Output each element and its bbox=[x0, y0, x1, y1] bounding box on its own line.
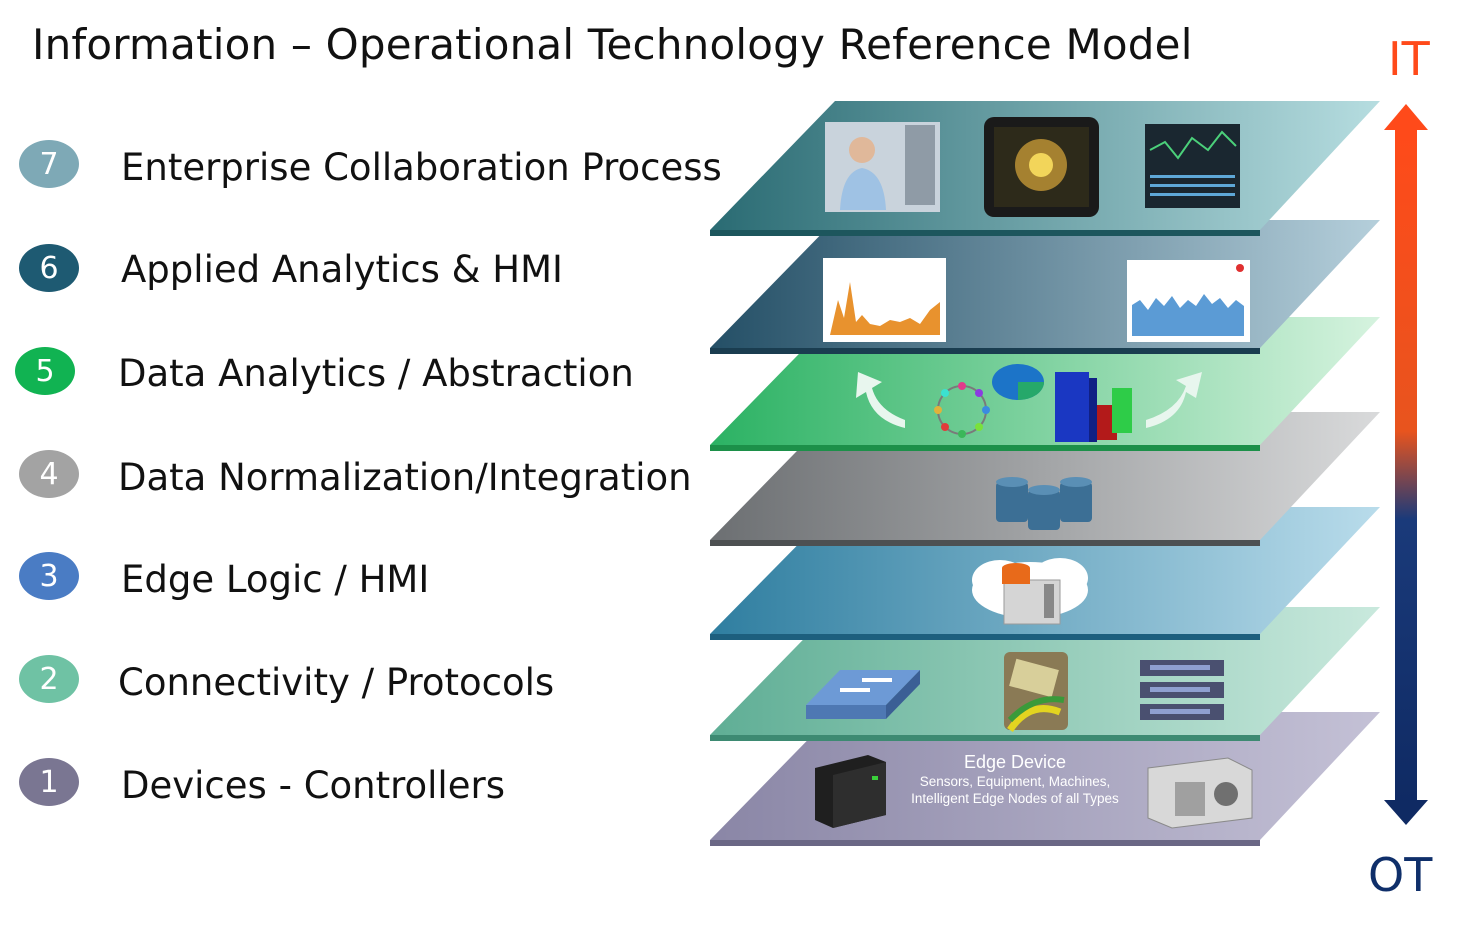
analytics-chart-blue bbox=[1127, 260, 1250, 342]
layer-label: Edge Logic / HMI bbox=[121, 558, 430, 601]
it-ot-arrow bbox=[1384, 104, 1428, 825]
person-photo bbox=[825, 122, 940, 212]
controller-cabinet-icon bbox=[815, 755, 886, 828]
layer-number-badge: 7 bbox=[19, 140, 79, 188]
layer-label: Enterprise Collaboration Process bbox=[121, 146, 722, 189]
arrow-up-left-icon bbox=[856, 372, 905, 428]
trading-laptop-image bbox=[1145, 124, 1240, 208]
bar-chart-3d-icon bbox=[1055, 372, 1132, 442]
cloud-server-icon bbox=[972, 558, 1088, 625]
layer-label: Applied Analytics & HMI bbox=[121, 248, 563, 291]
server-rack-icon bbox=[1140, 660, 1224, 720]
layer-plate-edge bbox=[710, 230, 1260, 236]
layer-number-badge: 2 bbox=[19, 655, 79, 703]
analytics-chart-orange bbox=[823, 258, 946, 342]
page-title: Information – Operational Technology Ref… bbox=[32, 20, 1193, 69]
edge-device-title: Edge Device bbox=[963, 752, 1067, 772]
layer-row-7: 7 Enterprise Collaboration Process bbox=[0, 136, 740, 206]
cables-photo bbox=[1004, 652, 1068, 733]
network-switch-icon bbox=[806, 670, 920, 719]
layer-number-badge: 3 bbox=[19, 552, 79, 600]
layer-plate-edge bbox=[710, 634, 1260, 640]
edge-device-subtitle: Sensors, Equipment, Machines, Intelligen… bbox=[911, 774, 1119, 806]
layer-label: Devices - Controllers bbox=[121, 764, 505, 807]
edge-device-caption: Edge Device Sensors, Equipment, Machines… bbox=[895, 752, 1135, 807]
layer-label: Connectivity / Protocols bbox=[118, 661, 555, 704]
layer-row-1: 1 Devices - Controllers bbox=[0, 754, 740, 824]
layer-row-6: 6 Applied Analytics & HMI bbox=[0, 240, 740, 310]
layer-plate-edge bbox=[710, 735, 1260, 741]
arrow-up-right-icon bbox=[1146, 372, 1202, 428]
layer-number-badge: 5 bbox=[15, 347, 75, 395]
layer-number-badge: 4 bbox=[19, 450, 79, 498]
ot-label: OT bbox=[1368, 848, 1433, 902]
layer-plate-edge bbox=[710, 348, 1260, 354]
pie-chart-icon bbox=[992, 364, 1044, 400]
layer-label: Data Analytics / Abstraction bbox=[118, 352, 634, 395]
layer-number-badge: 6 bbox=[19, 244, 79, 292]
hvac-machine-icon bbox=[1147, 757, 1253, 829]
layer-plate-edge bbox=[710, 445, 1260, 451]
database-cluster-icon bbox=[996, 477, 1092, 530]
layer-number-badge: 1 bbox=[19, 758, 79, 806]
layer-row-5: 5 Data Analytics / Abstraction bbox=[0, 343, 740, 413]
tablet-icon bbox=[984, 117, 1099, 217]
layer-plate-edge bbox=[710, 840, 1260, 846]
layer-row-4: 4 Data Normalization/Integration bbox=[0, 446, 740, 516]
layer-plate-edge bbox=[710, 540, 1260, 546]
layer-row-2: 2 Connectivity / Protocols bbox=[0, 651, 740, 721]
it-label: IT bbox=[1388, 32, 1430, 86]
network-graph-icon bbox=[934, 382, 990, 438]
layer-label: Data Normalization/Integration bbox=[118, 456, 692, 499]
layer-row-3: 3 Edge Logic / HMI bbox=[0, 548, 740, 618]
